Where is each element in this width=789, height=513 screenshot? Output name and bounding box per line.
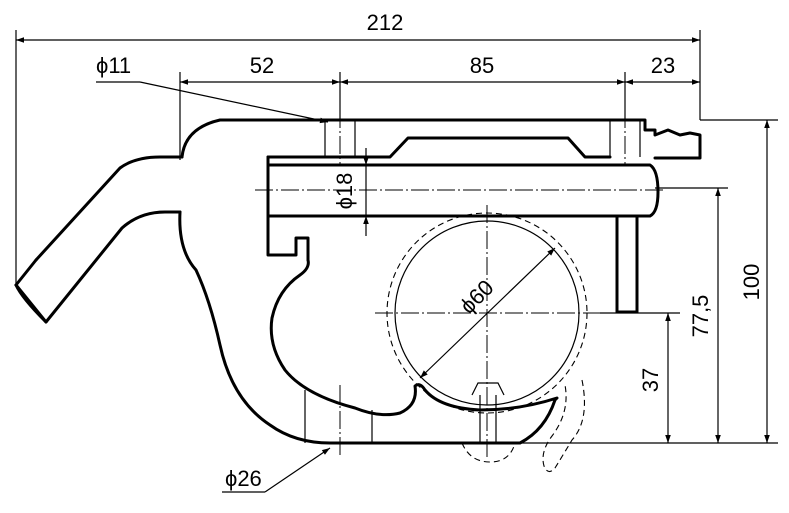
top-holes bbox=[324, 110, 641, 165]
part-body-outline bbox=[14, 118, 702, 445]
dimension-heights: 100 77,5 37 bbox=[400, 119, 778, 444]
dim-100-label: 100 bbox=[739, 264, 764, 301]
dimension-overall-length: 212 bbox=[15, 10, 701, 285]
bore-circle: ϕ60 bbox=[375, 205, 600, 460]
dim-85-label: 85 bbox=[470, 53, 494, 78]
dim-phi60-label: ϕ60 bbox=[455, 275, 499, 319]
dim-phi18-label: ϕ18 bbox=[332, 173, 357, 210]
dim-23-label: 23 bbox=[651, 53, 675, 78]
dimension-pin-diameter: ϕ18 bbox=[255, 148, 665, 236]
dim-52-label: 52 bbox=[250, 53, 274, 78]
dim-phi11-label: ϕ11 bbox=[96, 53, 131, 78]
dim-phi26-label: ϕ26 bbox=[225, 466, 262, 491]
dimension-segments: 52 85 23 bbox=[179, 53, 700, 160]
dim-212-label: 212 bbox=[367, 10, 404, 35]
dim-77-5-label: 77,5 bbox=[688, 295, 713, 338]
dimension-lower-hole: ϕ26 bbox=[222, 385, 373, 493]
dimension-hole-small: ϕ11 bbox=[96, 53, 329, 124]
hidden-slot bbox=[461, 379, 585, 473]
dim-37-label: 37 bbox=[638, 368, 663, 392]
